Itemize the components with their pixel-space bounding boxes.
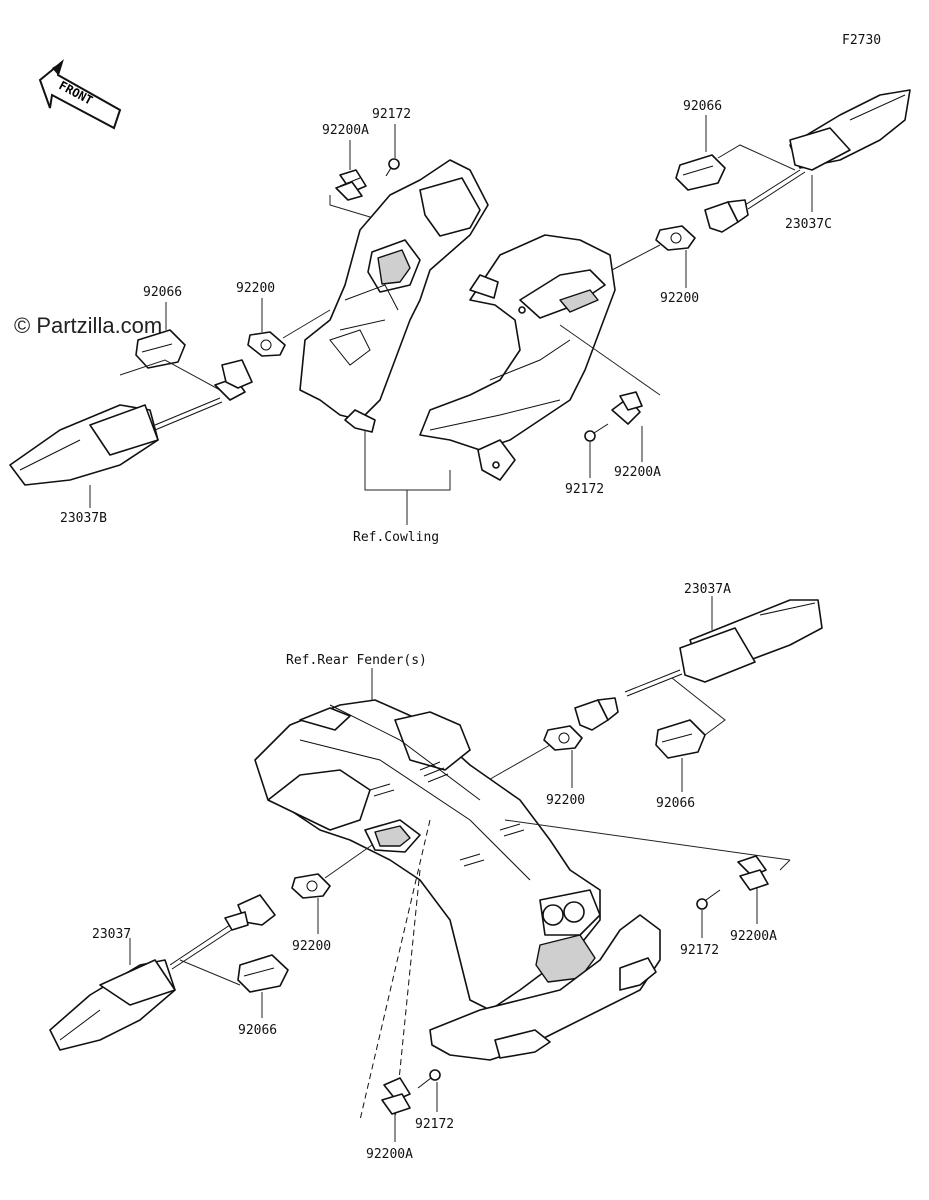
label-92172-rear-far-right: 92172 <box>680 943 719 958</box>
front-arrow-icon: FRONT <box>38 59 122 130</box>
reflector-hatching-icon <box>369 761 525 867</box>
label-23037b: 23037B <box>60 511 107 526</box>
label-92200a-rear-far-right: 92200A <box>730 929 777 944</box>
bolt-92172-rear-far-right <box>696 889 721 910</box>
bracket-92200a-top-left <box>335 169 367 201</box>
connector-cover-92066-rear-right <box>655 719 706 759</box>
connector-cover-92066-rear-left <box>237 954 289 993</box>
turn-signal-23037b <box>9 359 253 486</box>
label-92172-mid-right: 92172 <box>565 482 604 497</box>
watermark: © Partzilla.com <box>14 313 162 338</box>
label-23037a: 23037A <box>684 582 731 597</box>
label-92172-rear-bottom: 92172 <box>415 1117 454 1132</box>
bolt-92172-top-left <box>385 158 400 177</box>
label-92200-rear-right: 92200 <box>546 793 585 808</box>
bracket-92200a-rear-far-right <box>737 855 769 891</box>
plate-92200-rear-left <box>291 873 331 899</box>
bolt-92172-rear-bottom <box>417 1069 441 1089</box>
label-92066-rear-left: 92066 <box>238 1023 277 1038</box>
left-inner-cowling <box>299 159 489 433</box>
label-92200a-mid-right: 92200A <box>614 465 661 480</box>
turn-signal-23037 <box>49 894 276 1051</box>
label-92200-top-right: 92200 <box>660 291 699 306</box>
label-92172-top-left: 92172 <box>372 107 411 122</box>
label-92200a-top-left: 92200A <box>322 123 369 138</box>
rear-fender-assembly <box>254 699 661 1061</box>
plate-92200-top-right <box>655 225 696 251</box>
label-92200-top-left: 92200 <box>236 281 275 296</box>
figure-code: F2730 <box>842 33 881 48</box>
right-inner-cowling <box>419 234 616 481</box>
label-92066-top-left: 92066 <box>143 285 182 300</box>
label-23037: 23037 <box>92 927 131 942</box>
bracket-92200a-mid-right <box>611 391 643 425</box>
plate-92200-rear-right <box>543 725 583 751</box>
bolt-92172-mid-right <box>584 423 609 442</box>
turn-signal-23037c <box>704 89 911 233</box>
connector-cover-92066-top-left <box>135 329 186 369</box>
ref-cowling-label: Ref.Cowling <box>353 530 439 545</box>
bracket-92200a-rear-bottom <box>381 1077 411 1115</box>
ref-rear-fender-label: Ref.Rear Fender(s) <box>286 653 427 668</box>
connector-cover-92066-top-right <box>675 154 726 191</box>
label-23037c: 23037C <box>785 217 832 232</box>
turn-signal-23037a <box>574 599 823 731</box>
label-92200-rear-left: 92200 <box>292 939 331 954</box>
label-92066-rear-right: 92066 <box>656 796 695 811</box>
label-92066-top-right: 92066 <box>683 99 722 114</box>
plate-92200-top-left <box>247 331 286 357</box>
label-92200a-rear-bottom: 92200A <box>366 1147 413 1162</box>
